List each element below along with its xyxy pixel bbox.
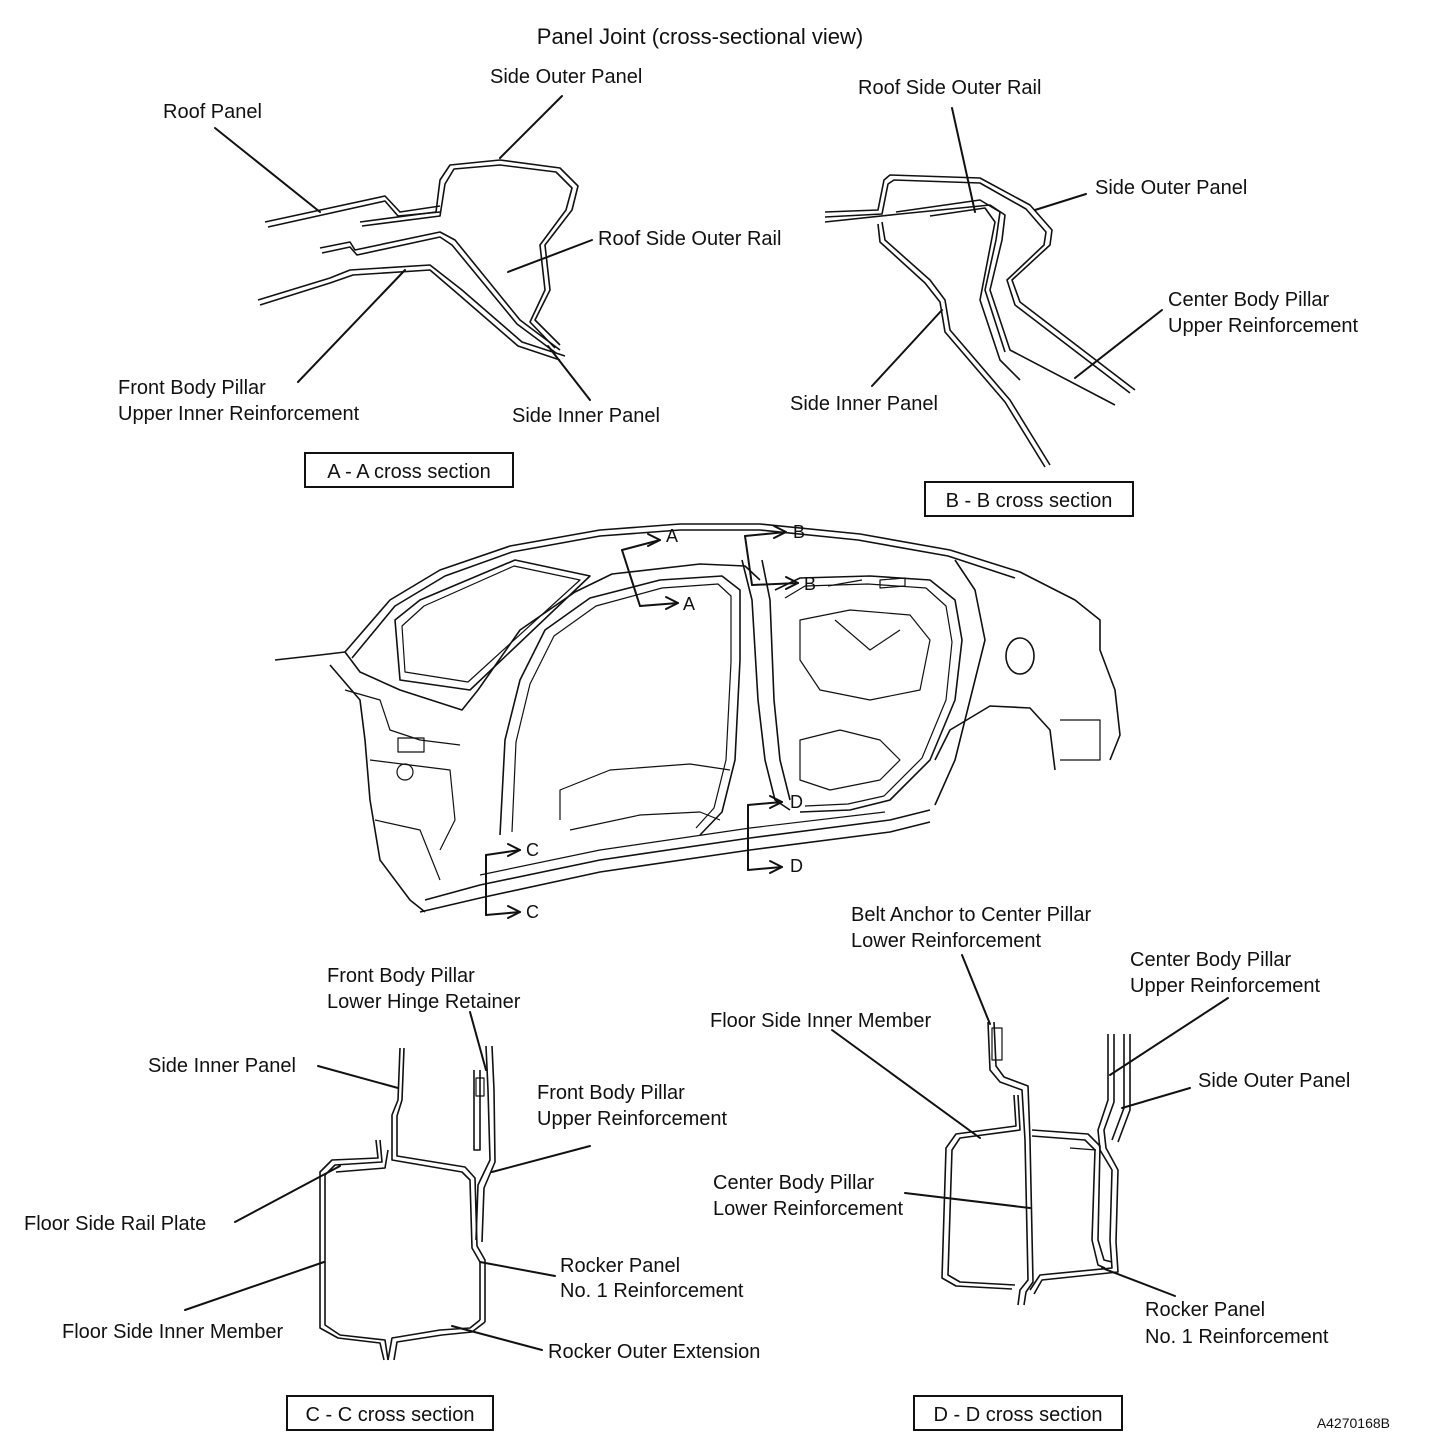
- c-side-inner-panel-label: Side Inner Panel: [148, 1055, 296, 1077]
- b-caption-box: [924, 481, 1134, 517]
- section-b-drawing: [824, 107, 1163, 468]
- d-center-upper-label-line1: Center Body Pillar: [1130, 949, 1292, 971]
- a-roof-side-outer-rail-label: Roof Side Outer Rail: [598, 228, 781, 250]
- a-side-outer-panel-label: Side Outer Panel: [490, 66, 642, 88]
- c-hinge-label-line2: Lower Hinge Retainer: [327, 991, 521, 1013]
- b-center-pillar-label-line2: Upper Reinforcement: [1168, 315, 1359, 337]
- a-caption-box: [304, 452, 514, 488]
- c-hinge-label-line1: Front Body Pillar: [327, 965, 475, 987]
- c-front-pillar-label-line1: Front Body Pillar: [537, 1082, 685, 1104]
- c-caption: C - C cross section: [306, 1404, 475, 1426]
- a-front-pillar-label-line2: Upper Inner Reinforcement: [118, 403, 360, 425]
- d-belt-label-line1: Belt Anchor to Center Pillar: [851, 904, 1091, 926]
- car-body-drawing: [274, 523, 1121, 919]
- marker-b-lower: B: [804, 574, 816, 594]
- b-side-outer-panel-label: Side Outer Panel: [1095, 177, 1247, 199]
- marker-d-upper: D: [790, 792, 803, 812]
- b-center-pillar-label-line1: Center Body Pillar: [1168, 289, 1330, 311]
- c-caption-box: [286, 1395, 494, 1431]
- marker-c-upper: C: [526, 840, 539, 860]
- section-c-drawing: [184, 1011, 591, 1361]
- b-side-inner-panel-label: Side Inner Panel: [790, 393, 938, 415]
- d-belt-label-line2: Lower Reinforcement: [851, 930, 1042, 952]
- d-center-lower-label-line1: Center Body Pillar: [713, 1172, 875, 1194]
- figure-code: A4270168B: [1317, 1415, 1390, 1431]
- c-floor-side-inner-member-label: Floor Side Inner Member: [62, 1321, 284, 1343]
- a-caption: A - A cross section: [327, 461, 490, 483]
- c-front-pillar-label-line2: Upper Reinforcement: [537, 1108, 728, 1130]
- c-rocker-label-line2: No. 1 Reinforcement: [560, 1280, 744, 1302]
- c-rocker-label-line1: Rocker Panel: [560, 1255, 680, 1277]
- c-rocker-outer-extension-label: Rocker Outer Extension: [548, 1341, 760, 1363]
- d-caption-box: [913, 1395, 1123, 1431]
- d-caption: D - D cross section: [934, 1404, 1103, 1426]
- d-side-outer-panel-label: Side Outer Panel: [1198, 1070, 1350, 1092]
- marker-a-lower: A: [683, 594, 695, 614]
- marker-b-upper: B: [793, 522, 805, 542]
- section-a-drawing: [214, 95, 593, 401]
- marker-a-upper: A: [666, 526, 678, 546]
- d-rocker-label-line1: Rocker Panel: [1145, 1299, 1265, 1321]
- b-caption: B - B cross section: [946, 490, 1113, 512]
- b-roof-side-outer-rail-label: Roof Side Outer Rail: [858, 77, 1041, 99]
- d-center-upper-label-line2: Upper Reinforcement: [1130, 975, 1321, 997]
- diagram-title: Panel Joint (cross-sectional view): [537, 24, 863, 49]
- a-side-inner-panel-label: Side Inner Panel: [512, 405, 660, 427]
- a-front-pillar-label-line1: Front Body Pillar: [118, 377, 266, 399]
- c-floor-side-rail-plate-label: Floor Side Rail Plate: [24, 1213, 206, 1235]
- section-d-drawing: [831, 954, 1229, 1306]
- marker-c-lower: C: [526, 902, 539, 922]
- d-floor-side-inner-member-label: Floor Side Inner Member: [710, 1010, 932, 1032]
- marker-d-lower: D: [790, 856, 803, 876]
- d-center-lower-label-line2: Lower Reinforcement: [713, 1198, 904, 1220]
- d-rocker-label-line2: No. 1 Reinforcement: [1145, 1326, 1329, 1348]
- a-roof-panel-label: Roof Panel: [163, 101, 262, 123]
